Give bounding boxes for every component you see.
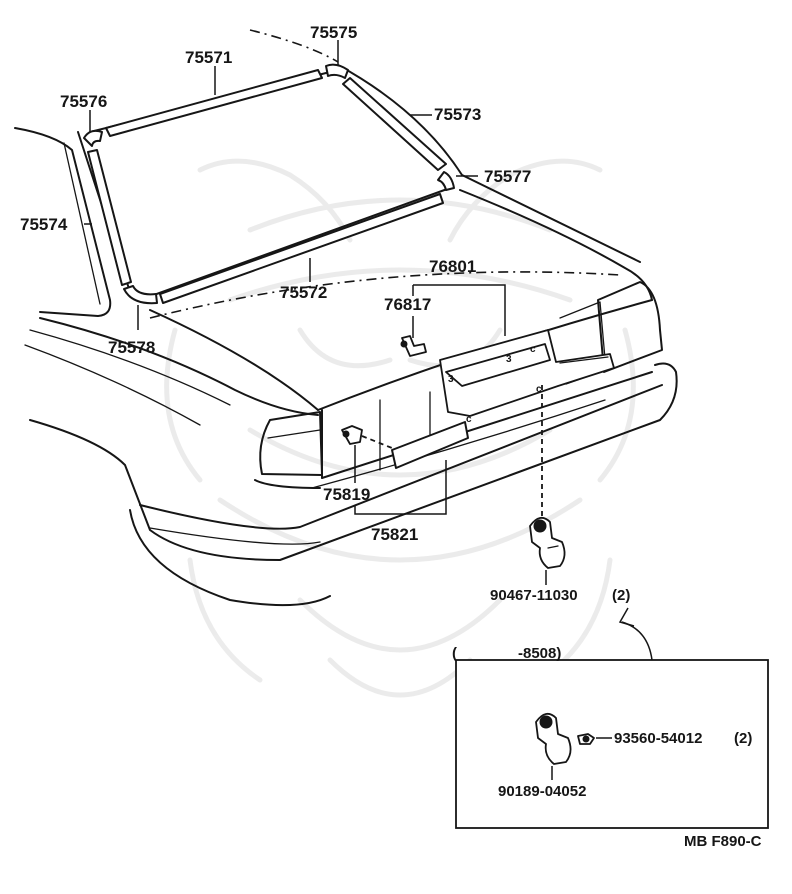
trunk-lid-left-edge [149, 309, 319, 411]
label-76801: 76801 [429, 257, 476, 276]
label-75578: 75578 [108, 338, 155, 357]
molding-75577 [437, 171, 455, 191]
trunk-centerline [149, 271, 621, 319]
molding-75571 [105, 69, 323, 137]
molding-75573 [342, 77, 447, 171]
rear-bumper [29, 362, 678, 561]
label-75821: 75821 [371, 525, 418, 544]
label-75576: 75576 [60, 92, 107, 111]
clip-75819-path [361, 435, 393, 449]
molding-75572 [159, 193, 444, 304]
quarter-panel-left [39, 317, 319, 416]
tail-lamp-right [597, 281, 663, 373]
inset-box: ( -8508) 93560-54012 (2) 90189-04052 [452, 645, 769, 829]
molding-75575 [325, 63, 349, 79]
label-90467-qty: (2) [612, 587, 630, 604]
plate-mark-ca: c [530, 344, 536, 355]
molding-75821 [391, 421, 469, 469]
label-75575: 75575 [310, 23, 357, 42]
label-75571: 75571 [185, 48, 232, 67]
plate-mark-3a: 3 [448, 374, 454, 385]
license-garnish: 3 3 c c c [391, 329, 615, 469]
lamp-90467 [529, 385, 566, 569]
label-75819: 75819 [323, 485, 370, 504]
clip-75819 [341, 425, 363, 445]
molding-75576 [83, 129, 103, 147]
plate-mark-cb: c [466, 414, 472, 425]
trunk-lid-right-edge [459, 189, 653, 301]
rear-panel-lower [321, 371, 653, 479]
tail-lamp-left [259, 411, 323, 476]
plate-mark-3b: 3 [506, 354, 512, 365]
roof-right-edge [337, 64, 641, 263]
car-body [14, 29, 678, 607]
label-93560-qty: (2) [734, 730, 752, 747]
molding-75578 [123, 285, 158, 305]
rear-door-frame [14, 127, 112, 317]
label-75572: 75572 [280, 283, 327, 302]
inset-arrow [618, 607, 653, 661]
rear-window-moldings [83, 63, 455, 305]
label-93560: 93560-54012 [614, 730, 702, 747]
inset-range: -8508) [518, 645, 561, 662]
garnish-76801 [439, 329, 615, 417]
inset-range-open: ( [452, 645, 457, 662]
garnish-panel-76801 [445, 343, 551, 387]
diagram-code: MB F890-C [684, 833, 762, 850]
label-75574: 75574 [20, 215, 68, 234]
plate-mark-cc: c [536, 384, 542, 395]
samurai-watermark [164, 158, 636, 698]
label-76817: 76817 [384, 295, 431, 314]
label-75573: 75573 [434, 105, 481, 124]
label-90189: 90189-04052 [498, 783, 586, 800]
label-75577: 75577 [484, 167, 531, 186]
clip-76817 [400, 335, 427, 357]
leader-lines [84, 40, 547, 585]
molding-75574 [87, 149, 132, 286]
label-90467: 90467-11030 [490, 587, 578, 604]
